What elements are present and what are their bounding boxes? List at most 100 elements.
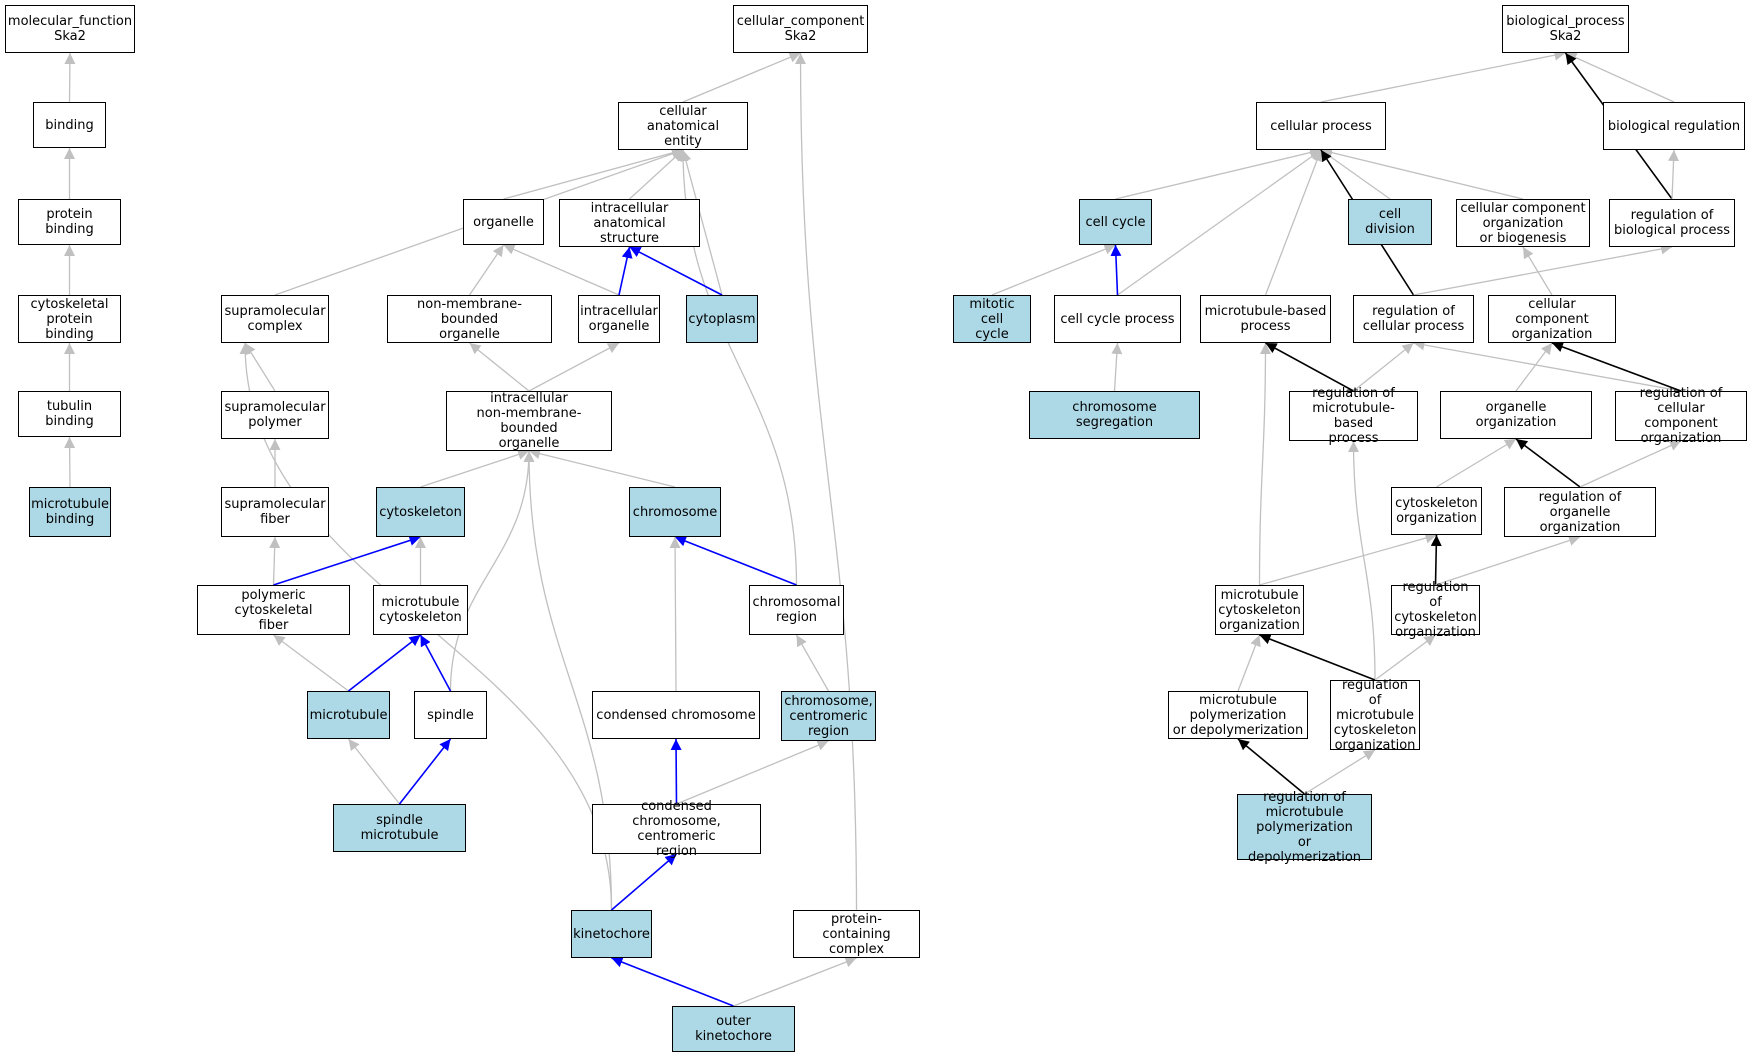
node-rbp: regulation of biological process <box>1609 199 1735 247</box>
edge-cco-ccob <box>1522 246 1553 296</box>
node-oo: organelle organization <box>1440 391 1592 439</box>
node-cp: cellular process <box>1256 102 1386 150</box>
edge-mt-pcf <box>273 634 349 692</box>
node-ccp: cell cycle process <box>1054 295 1181 343</box>
edge-ccp-ccyc <box>1110 244 1122 296</box>
node-mt: microtubule <box>307 691 390 739</box>
node-ccr: condensed chromosome, centromeric region <box>592 799 761 859</box>
edge-bind-mf <box>64 52 76 103</box>
edge-rmtbp-mtbp <box>1265 342 1354 392</box>
node-cdiv: cell division <box>1348 199 1432 245</box>
node-csko: cytoskeleton organization <box>1391 487 1482 535</box>
edge-cdiv-cp <box>1320 149 1391 200</box>
node-cae: cellular anatomical entity <box>618 102 748 150</box>
edge-cae-cc <box>682 52 801 103</box>
node-smf: supramolecular fiber <box>221 487 329 537</box>
node-nmbo: non-membrane-bounded organelle <box>387 295 552 343</box>
edge-roo-rcco <box>1579 440 1682 488</box>
node-pcf: polymeric cytoskeletal fiber <box>197 585 350 635</box>
edge-mcc-ccyc <box>991 244 1116 296</box>
node-pbind: protein binding <box>18 199 121 245</box>
node-chseg: chromosome segregation <box>1029 391 1200 439</box>
node-spindle: spindle <box>414 691 487 739</box>
node-breg: biological regulation <box>1603 102 1745 150</box>
edge-chrom-inmbo <box>528 448 676 488</box>
edge-pcf-smf <box>269 536 281 586</box>
edge-mtcsko-csko <box>1259 532 1437 586</box>
node-okin: outer kinetochore <box>672 1006 795 1052</box>
edge-rbp-breg <box>1668 149 1680 200</box>
edge-csk-inmbo <box>420 449 530 488</box>
node-mtbind: microtubule binding <box>29 487 111 537</box>
edge-okin-kin <box>611 956 734 1007</box>
edge-smp-smc <box>244 342 276 392</box>
node-rcp: regulation of cellular process <box>1353 295 1474 343</box>
node-csk: cytoskeleton <box>376 487 465 537</box>
edge-inmbo-nmbo <box>469 342 530 392</box>
node-io: intracellular organelle <box>578 295 660 343</box>
node-roo: regulation of organelle organization <box>1504 487 1656 537</box>
node-rmtbp: regulation of microtubule-based process <box>1289 386 1418 446</box>
edge-ccob-cp <box>1320 147 1524 200</box>
node-inmbo: intracellular non-membrane-bounded organ… <box>446 391 612 451</box>
edge-spindle-mtcsk <box>419 634 452 692</box>
edge-chrcen-chrreg <box>795 634 830 692</box>
node-kin: kinetochore <box>571 910 652 958</box>
node-ias: intracellular anatomical structure <box>559 199 700 247</box>
node-mtcsko: microtubule cytoskeleton organization <box>1215 585 1304 635</box>
node-spmt: spindle microtubule <box>333 804 466 852</box>
node-bp: biological_process Ska2 <box>1502 5 1629 53</box>
node-ccob: cellular component organization or bioge… <box>1456 199 1590 247</box>
edge-rmtbp-rcp <box>1353 342 1414 392</box>
node-rcsko: regulation of cytoskeleton organization <box>1391 580 1480 640</box>
edge-kin-ccr <box>610 853 678 911</box>
node-mf: molecular_function Ska2 <box>5 5 135 53</box>
node-chrreg: chromosomal region <box>749 585 844 635</box>
edge-mt-mtcsk <box>348 634 421 692</box>
edge-rmtcsko-mtcsko <box>1259 633 1376 681</box>
edge-rcco-rcp <box>1413 339 1682 392</box>
node-cyto: cytoplasm <box>686 295 758 343</box>
edge-spindle-inmbo <box>449 450 535 692</box>
edge-ccr-condchr <box>670 738 682 805</box>
edge-nmbo-org <box>468 244 505 296</box>
node-smp: supramolecular polymer <box>221 391 329 439</box>
node-cc: cellular_component Ska2 <box>733 5 868 53</box>
node-cpbind: cytoskeletal protein binding <box>18 295 121 343</box>
node-smc: supramolecular complex <box>221 295 329 343</box>
node-chrcen: chromosome, centromeric region <box>781 691 876 741</box>
edge-pcc-cc <box>795 52 858 911</box>
node-rmtcsko: regulation of microtubule cytoskeleton o… <box>1330 678 1420 753</box>
node-mtbp: microtubule-based process <box>1200 295 1331 343</box>
edge-roo-oo <box>1515 438 1581 488</box>
edge-org-cae <box>503 147 684 200</box>
edge-cyto-ias <box>629 246 723 296</box>
node-rcco: regulation of cellular component organiz… <box>1615 386 1747 446</box>
edge-ccr-chrcen <box>676 740 829 805</box>
edge-pcf-csk <box>273 535 421 586</box>
edge-rcco-cco <box>1551 341 1682 392</box>
node-ccyc: cell cycle <box>1079 199 1152 245</box>
node-chrom: chromosome <box>629 487 721 537</box>
edge-chseg-ccp <box>1111 342 1123 392</box>
edge-spmt-spindle <box>398 738 452 805</box>
edge-rcsko-roo <box>1435 535 1581 586</box>
edge-breg-bp <box>1565 52 1675 103</box>
edge-io-org <box>503 244 620 296</box>
edge-inmbo-io <box>528 342 620 392</box>
edge-rmtcsko-rcsko <box>1374 634 1436 681</box>
edge-condchr-chrom <box>669 536 681 692</box>
node-cco: cellular component organization <box>1488 295 1616 343</box>
edge-ccyc-cp <box>1115 147 1322 200</box>
edge-mtbind-tbind <box>64 436 76 488</box>
edge-mtbp-cp <box>1264 149 1323 296</box>
edge-rmtpd-mtpd <box>1237 738 1306 795</box>
edge-rcsko-csko <box>1430 534 1442 586</box>
edge-io-ias <box>618 246 633 296</box>
node-mtpd: microtubule polymerization or depolymeri… <box>1168 691 1308 739</box>
node-mtcsk: microtubule cytoskeleton <box>373 585 468 635</box>
edge-ccp-cp <box>1117 149 1322 296</box>
edge-mtpd-mtcsko <box>1237 634 1261 692</box>
